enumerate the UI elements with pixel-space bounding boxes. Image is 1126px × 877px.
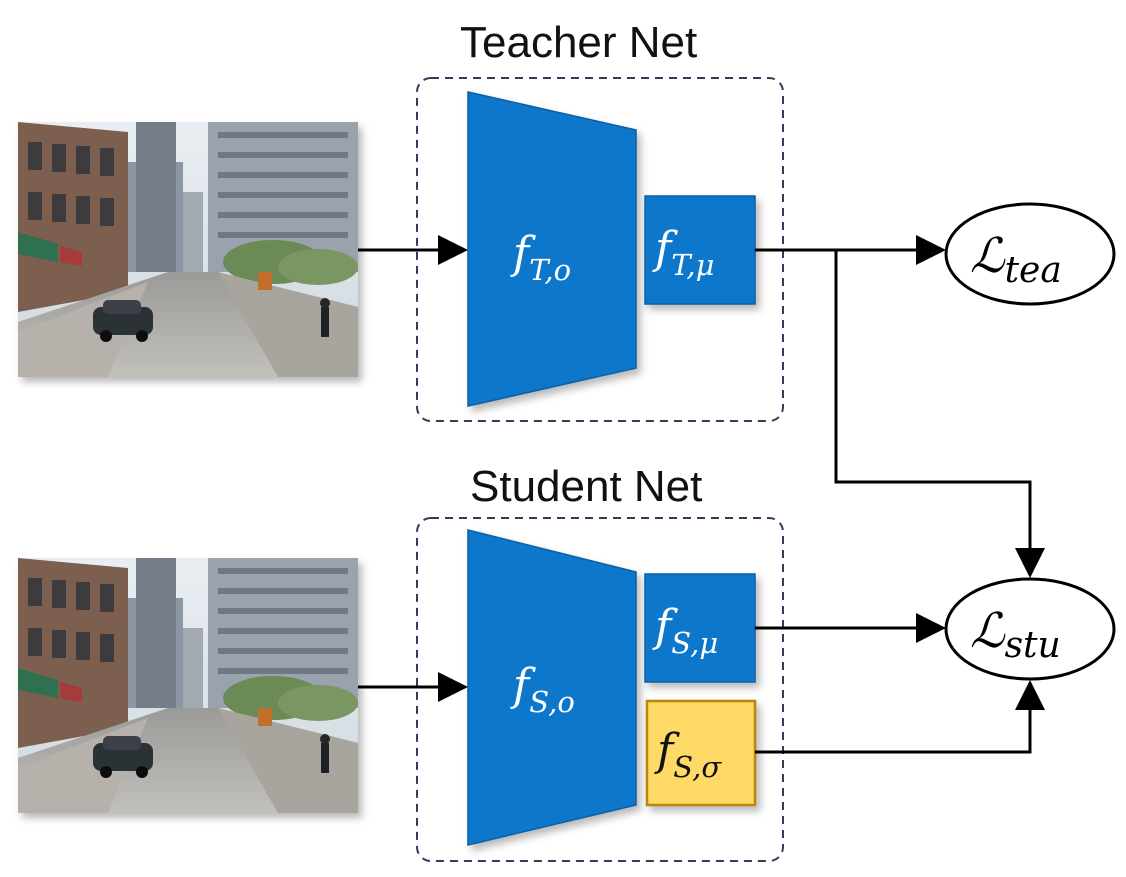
student-input-image xyxy=(18,558,358,813)
teacher-loss-label: ℒtea xyxy=(970,228,1062,291)
student-mu-head xyxy=(644,573,756,683)
student-loss-label: ℒstu xyxy=(970,603,1061,666)
teacher-net-box xyxy=(416,77,784,422)
student-encoder-block xyxy=(467,529,637,846)
student-sigma-head xyxy=(645,699,757,807)
student-sigma-label: fS,σ xyxy=(654,725,722,784)
student-net-title: Student Net xyxy=(470,462,703,511)
teacher-encoder-label: fT,o xyxy=(510,228,571,287)
teacher-net-title: Teacher Net xyxy=(460,18,698,67)
teacher-loss-node xyxy=(944,202,1116,306)
student-net-box xyxy=(416,517,784,862)
teacher-input-image xyxy=(18,122,358,377)
teacher-encoder-block xyxy=(467,91,637,407)
student-loss-node xyxy=(944,577,1116,681)
student-sigma-to-loss-arrow xyxy=(755,680,1045,754)
teacher-to-student-loss-arrow xyxy=(834,250,1045,578)
